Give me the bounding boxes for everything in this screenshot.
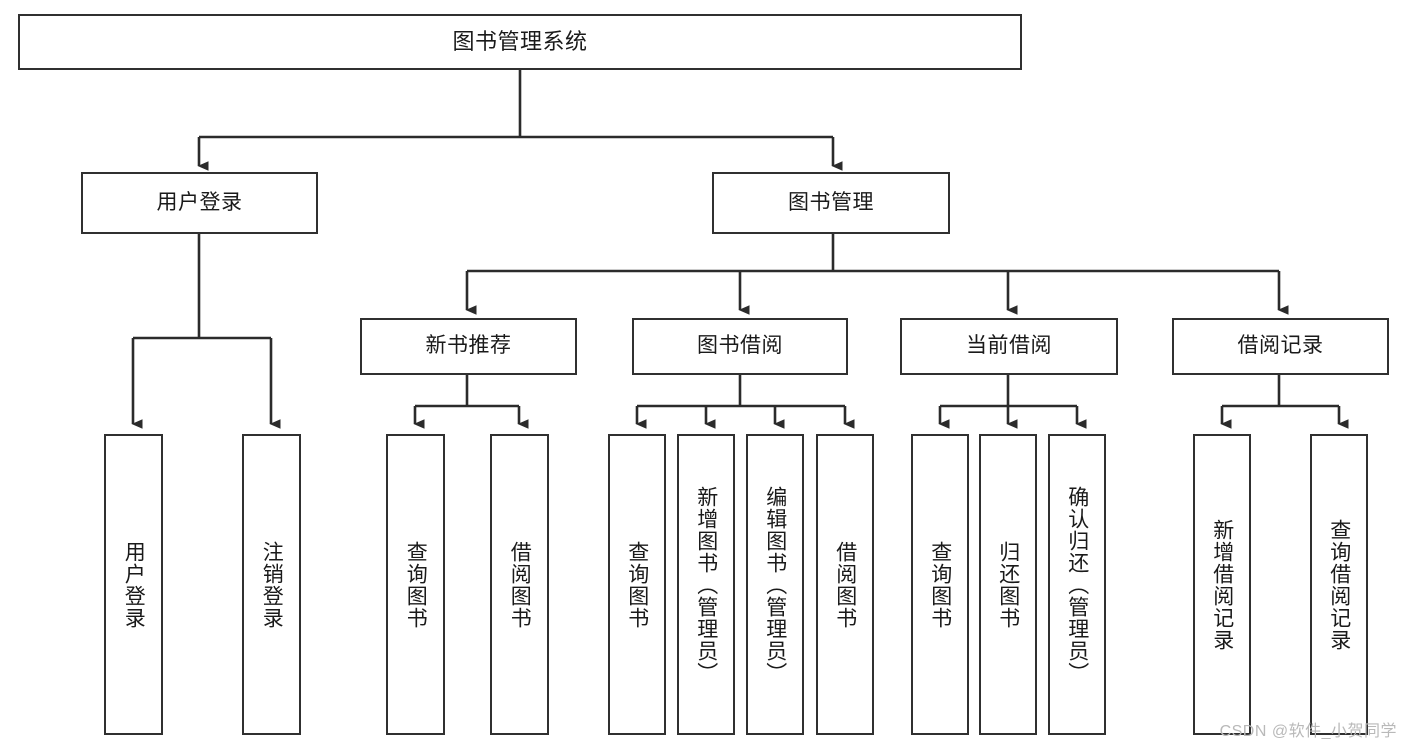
- node-label: 新书推荐: [425, 334, 512, 358]
- node-label: 用户登录: [122, 540, 146, 629]
- node-label: 图书借阅: [697, 334, 783, 358]
- csdn-watermark: CSDN @软件_小贺同学: [1219, 723, 1397, 740]
- node-label: 当前借阅: [966, 334, 1052, 358]
- leaf-return-book[interactable]: 归还图书: [979, 434, 1037, 735]
- node-user-login[interactable]: 用户登录: [81, 172, 318, 234]
- leaf-query-book-newbook[interactable]: 查询图书: [386, 434, 445, 735]
- node-label: 借阅图书: [508, 540, 532, 629]
- node-label: 查询借阅记录: [1327, 518, 1351, 651]
- node-label: 查询图书: [625, 540, 649, 629]
- leaf-user-login[interactable]: 用户登录: [104, 434, 163, 735]
- node-label: 确认归还（管理员）: [1065, 485, 1089, 684]
- node-label: 注销登录: [260, 540, 284, 629]
- leaf-borrow-book[interactable]: 借阅图书: [816, 434, 874, 735]
- node-book-management[interactable]: 图书管理: [712, 172, 950, 234]
- leaf-edit-book-admin[interactable]: 编辑图书（管理员）: [746, 434, 804, 735]
- node-label: 用户登录: [156, 190, 243, 214]
- leaf-add-borrow-record[interactable]: 新增借阅记录: [1193, 434, 1251, 735]
- node-label: 归还图书: [996, 540, 1020, 629]
- node-label: 新增借阅记录: [1210, 518, 1234, 651]
- node-label: 查询图书: [928, 540, 952, 629]
- leaf-query-book-current[interactable]: 查询图书: [911, 434, 969, 735]
- leaf-confirm-return-admin[interactable]: 确认归还（管理员）: [1048, 434, 1106, 735]
- leaf-query-book-borrow[interactable]: 查询图书: [608, 434, 666, 735]
- node-book-borrow[interactable]: 图书借阅: [632, 318, 848, 375]
- node-current-borrow[interactable]: 当前借阅: [900, 318, 1118, 375]
- node-label: 借阅图书: [833, 540, 857, 629]
- leaf-query-borrow-record[interactable]: 查询借阅记录: [1310, 434, 1368, 735]
- node-label: 查询图书: [404, 540, 428, 629]
- node-label: 新增图书（管理员）: [694, 485, 718, 684]
- node-label: 借阅记录: [1237, 334, 1324, 358]
- node-borrow-records[interactable]: 借阅记录: [1172, 318, 1389, 375]
- node-label: 编辑图书（管理员）: [763, 485, 787, 684]
- leaf-add-book-admin[interactable]: 新增图书（管理员）: [677, 434, 735, 735]
- leaf-borrow-book-newbook[interactable]: 借阅图书: [490, 434, 549, 735]
- node-label: 图书管理: [788, 190, 874, 214]
- node-root-system[interactable]: 图书管理系统: [18, 14, 1022, 70]
- leaf-logout[interactable]: 注销登录: [242, 434, 301, 735]
- node-new-book-recommend[interactable]: 新书推荐: [360, 318, 577, 375]
- node-label: 图书管理系统: [452, 29, 588, 55]
